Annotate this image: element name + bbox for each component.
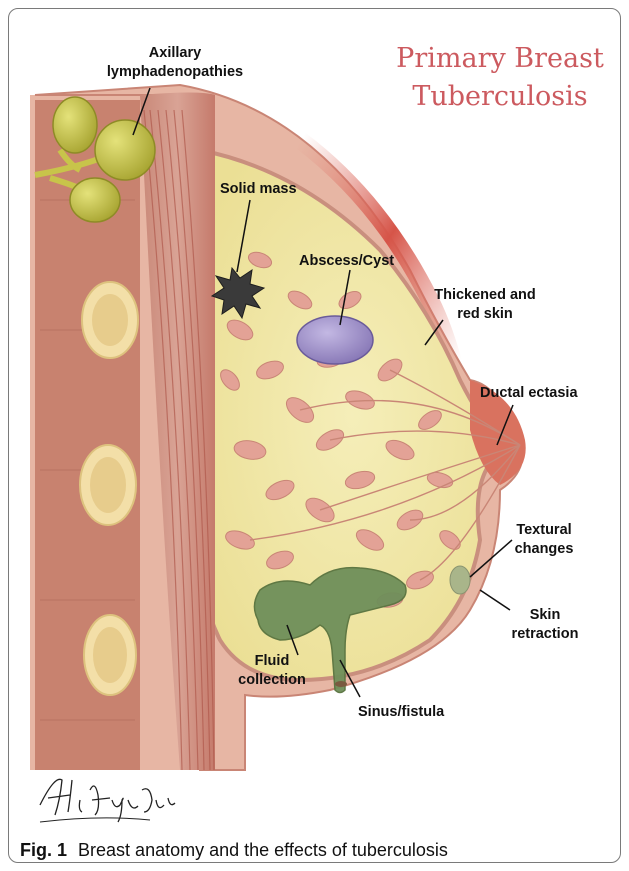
caption-fig-number: Fig. 1 — [20, 840, 67, 860]
label-thickened: Thickened and red skin — [420, 286, 550, 324]
label-abscess: Abscess/Cyst — [299, 252, 394, 271]
label-thickened-line1: Thickened and — [420, 286, 550, 305]
label-axillary-line2: lymphadenopathies — [95, 63, 255, 82]
title-line-2: Tuberculosis — [380, 78, 620, 116]
label-fluid: Fluid collection — [227, 652, 317, 690]
textural-change — [450, 566, 470, 594]
label-textural-line1: Textural — [505, 521, 583, 540]
label-fluid-line1: Fluid — [227, 652, 317, 671]
label-solid-mass: Solid mass — [220, 180, 297, 199]
label-textural: Textural changes — [505, 521, 583, 559]
title-line-1: Primary Breast — [380, 40, 620, 78]
sinus-opening — [335, 681, 347, 687]
label-thickened-line2: red skin — [420, 305, 550, 324]
label-ductal: Ductal ectasia — [480, 384, 578, 403]
label-fluid-line2: collection — [227, 671, 317, 690]
label-sinus: Sinus/fistula — [358, 703, 444, 722]
label-skin-line1: Skin — [500, 606, 590, 625]
figure-caption: Fig. 1 Breast anatomy and the effects of… — [20, 840, 448, 861]
label-skin-retraction: Skin retraction — [500, 606, 590, 644]
label-axillary-line1: Axillary — [95, 44, 255, 63]
label-skin-line2: retraction — [500, 625, 590, 644]
label-textural-line2: changes — [505, 540, 583, 559]
diagram-title: Primary Breast Tuberculosis — [380, 40, 620, 116]
caption-text: Breast anatomy and the effects of tuberc… — [78, 840, 448, 860]
label-axillary: Axillary lymphadenopathies — [95, 44, 255, 82]
abscess-cyst — [297, 316, 373, 364]
